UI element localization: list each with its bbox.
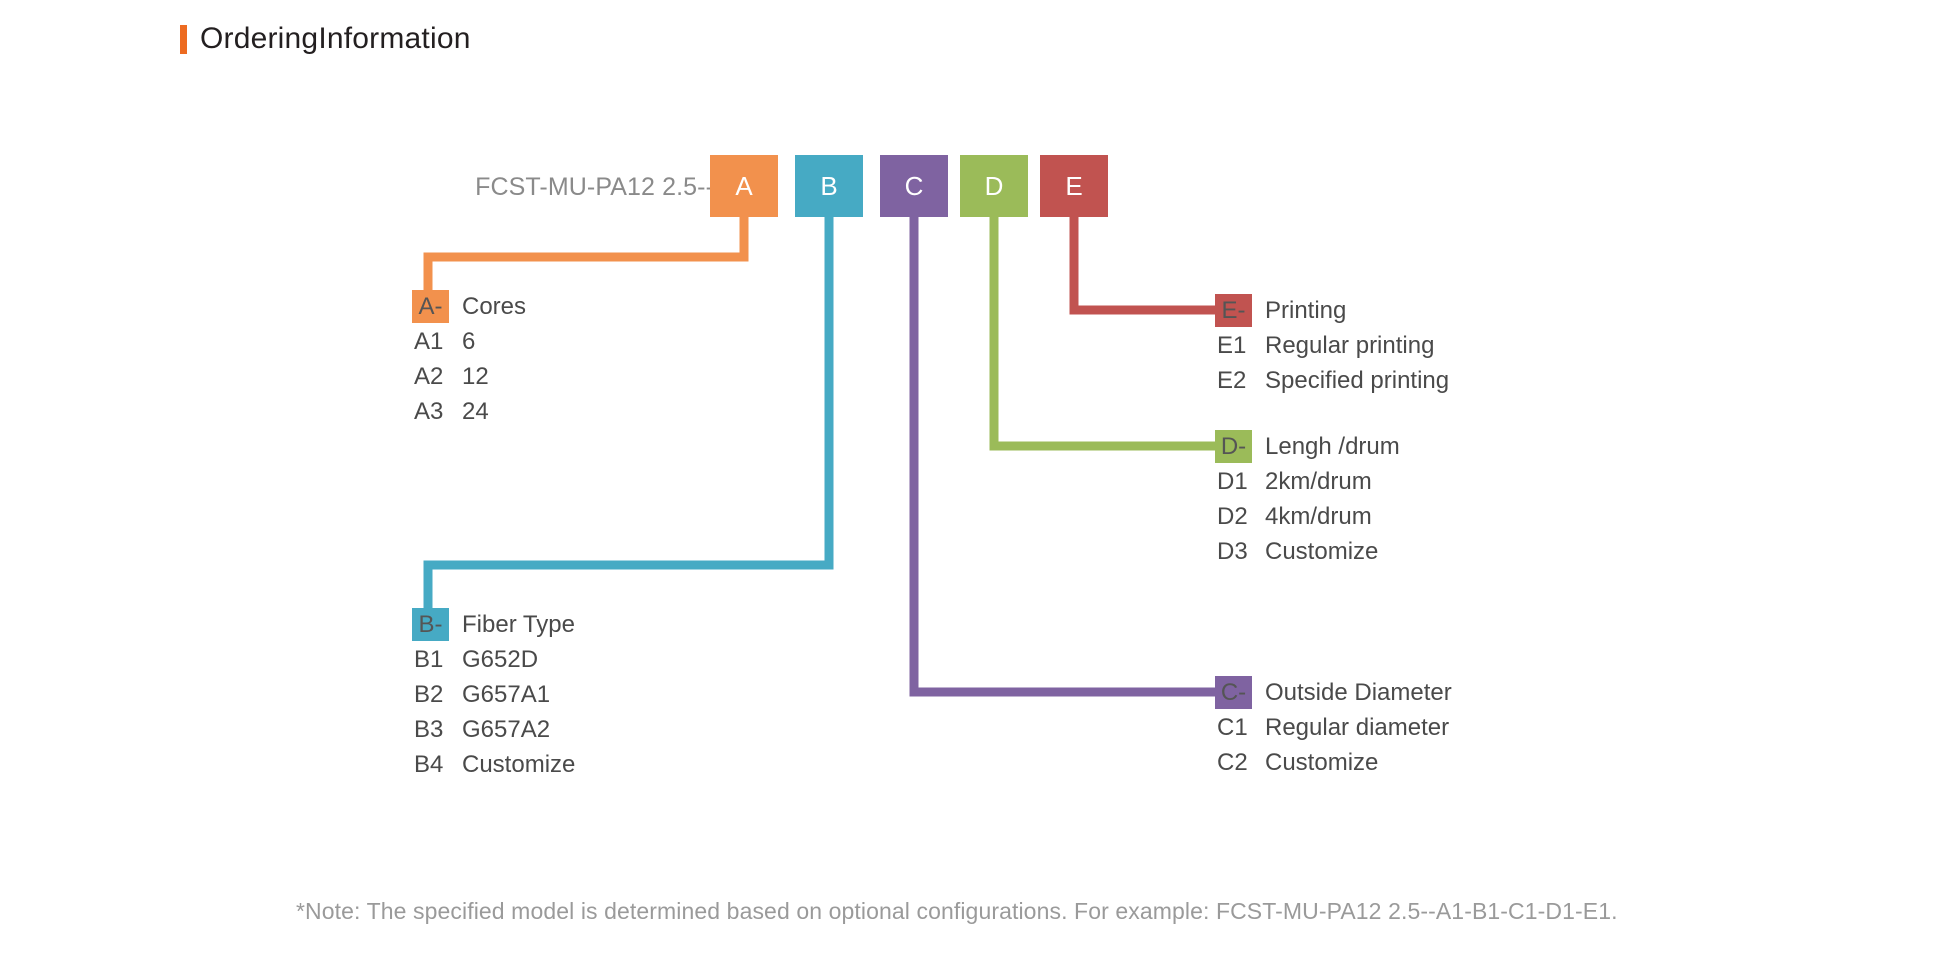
legend-b-option-4-code: B4 xyxy=(414,750,444,778)
legend-d-option-2: D2 4km/drum xyxy=(1215,500,1400,533)
legend-group-a: A- Cores A1 6 A2 12 A3 24 xyxy=(412,290,526,428)
legend-group-e: E- Printing E1 Regular printing E2 Speci… xyxy=(1215,294,1449,397)
legend-b-option-2-value: G657A1 xyxy=(462,680,551,708)
legend-b-option-4-value: Customize xyxy=(462,750,576,778)
code-box-e[interactable]: E xyxy=(1040,155,1108,217)
page-title-text: OrderingInformation xyxy=(200,22,471,55)
legend-a-key: A- xyxy=(412,290,449,323)
legend-a-option-1: A1 6 xyxy=(412,325,526,358)
legend-b-option-1-value: G652D xyxy=(462,645,539,673)
legend-e-title: Printing xyxy=(1265,296,1347,324)
legend-b-option-2: B2 G657A1 xyxy=(412,678,575,711)
code-box-c[interactable]: C xyxy=(880,155,948,217)
legend-c-option-2-code: C2 xyxy=(1217,748,1248,776)
legend-a-option-2: A2 12 xyxy=(412,360,526,393)
legend-a-option-3-code: A3 xyxy=(414,397,444,425)
legend-e-option-1: E1 Regular printing xyxy=(1215,329,1449,362)
legend-b-option-2-code: B2 xyxy=(414,680,444,708)
legend-c-title: Outside Diameter xyxy=(1265,678,1452,706)
code-box-b[interactable]: B xyxy=(795,155,863,217)
footnote-text: *Note: The specified model is determined… xyxy=(296,898,1618,924)
title-accent-bar xyxy=(180,24,187,54)
legend-d-key: D- xyxy=(1215,430,1252,463)
legend-e-header: E- Printing xyxy=(1215,294,1449,327)
legend-e-option-1-code: E1 xyxy=(1217,331,1247,359)
legend-d-option-1-code: D1 xyxy=(1217,467,1248,495)
legend-c-option-1: C1 Regular diameter xyxy=(1215,711,1452,744)
legend-d-option-3-value: Customize xyxy=(1265,537,1379,565)
legend-d-option-3-code: D3 xyxy=(1217,537,1248,565)
legend-e-option-2-value: Specified printing xyxy=(1265,366,1450,394)
legend-b-key: B- xyxy=(412,608,449,641)
legend-c-option-2: C2 Customize xyxy=(1215,746,1452,779)
legend-d-header: D- Lengh /drum xyxy=(1215,430,1400,463)
legend-a-option-3: A3 24 xyxy=(412,395,526,428)
legend-e-option-2: E2 Specified printing xyxy=(1215,364,1449,397)
legend-b-title: Fiber Type xyxy=(462,610,575,638)
legend-e-key: E- xyxy=(1215,294,1252,327)
legend-d-option-2-code: D2 xyxy=(1217,502,1248,530)
legend-c-header: C- Outside Diameter xyxy=(1215,676,1452,709)
code-box-d[interactable]: D xyxy=(960,155,1028,217)
legend-a-header: A- Cores xyxy=(412,290,526,323)
legend-d-option-2-value: 4km/drum xyxy=(1265,502,1372,530)
legend-b-option-1: B1 G652D xyxy=(412,643,575,676)
legend-a-option-2-value: 12 xyxy=(462,362,489,390)
page-title: OrderingInformation xyxy=(180,22,471,56)
legend-b-option-3: B3 G657A2 xyxy=(412,713,575,746)
legend-b-option-4: B4 Customize xyxy=(412,748,575,781)
legend-a-title: Cores xyxy=(462,292,527,320)
legend-a-option-1-code: A1 xyxy=(414,327,444,355)
legend-d-option-1-value: 2km/drum xyxy=(1265,467,1372,495)
legend-a-option-1-value: 6 xyxy=(462,327,476,355)
legend-c-option-1-code: C1 xyxy=(1217,713,1248,741)
legend-b-header: B- Fiber Type xyxy=(412,608,575,641)
model-prefix-label: FCST-MU-PA12 2.5-- xyxy=(475,173,714,201)
legend-group-c: C- Outside Diameter C1 Regular diameter … xyxy=(1215,676,1452,779)
legend-d-option-3: D3 Customize xyxy=(1215,535,1400,568)
legend-c-key: C- xyxy=(1215,676,1252,709)
legend-d-option-1: D1 2km/drum xyxy=(1215,465,1400,498)
legend-b-option-3-value: G657A2 xyxy=(462,715,551,743)
legend-a-option-2-code: A2 xyxy=(414,362,444,390)
legend-group-b: B- Fiber Type B1 G652D B2 G657A1 B3 G657… xyxy=(412,608,575,781)
legend-b-option-3-code: B3 xyxy=(414,715,444,743)
legend-e-option-2-code: E2 xyxy=(1217,366,1247,394)
legend-a-option-3-value: 24 xyxy=(462,397,489,425)
legend-b-option-1-code: B1 xyxy=(414,645,444,673)
legend-group-d: D- Lengh /drum D1 2km/drum D2 4km/drum D… xyxy=(1215,430,1400,568)
legend-d-title: Lengh /drum xyxy=(1265,432,1400,460)
legend-e-option-1-value: Regular printing xyxy=(1265,331,1435,359)
code-box-a[interactable]: A xyxy=(710,155,778,217)
legend-c-option-1-value: Regular diameter xyxy=(1265,713,1450,741)
legend-c-option-2-value: Customize xyxy=(1265,748,1379,776)
